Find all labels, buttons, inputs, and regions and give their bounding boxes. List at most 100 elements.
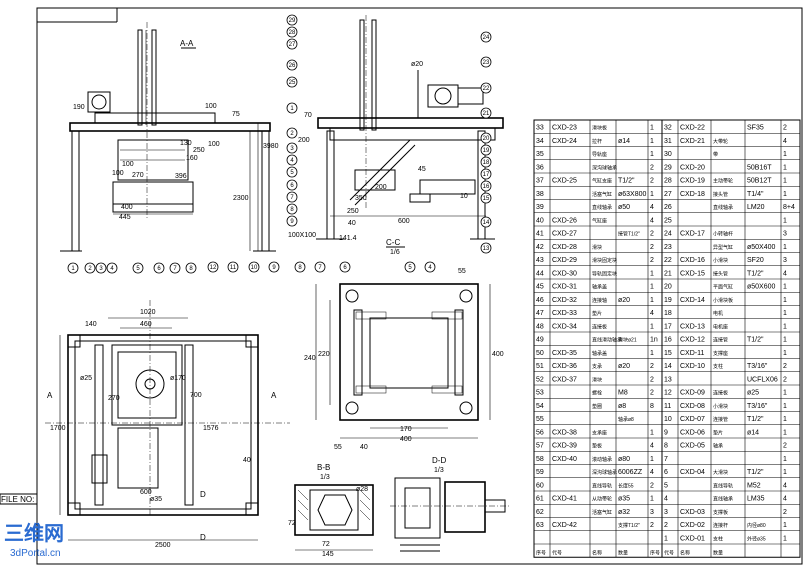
bom-cell: 36: [536, 164, 544, 171]
section-bb: B-B 1/3 ø28 72 72 145: [288, 463, 374, 558]
bom-cell: 24: [664, 231, 672, 238]
bom-cell: CXD-13: [680, 323, 705, 330]
bom-cell: ø8: [618, 403, 626, 410]
svg-text:270: 270: [132, 172, 144, 179]
bom-cell: 2: [650, 231, 654, 238]
svg-text:ø20: ø20: [411, 61, 423, 68]
bom-cell: 50B12T: [747, 178, 772, 185]
svg-text:100: 100: [208, 141, 220, 148]
balloons-cc: 24 23 22 21 20 19 18 17 16 15 14 13: [480, 31, 492, 254]
svg-text:270: 270: [108, 395, 120, 402]
bom-cell: 3: [783, 257, 787, 264]
bom-cell: 电机座: [713, 323, 728, 330]
bom-cell: ø50X600: [747, 284, 776, 291]
bom-cell: CXD-23: [552, 125, 577, 132]
bom-cell: 平面气缸: [713, 284, 733, 291]
bom-cell: 带: [713, 152, 718, 158]
svg-text:1: 1: [71, 266, 75, 272]
bom-cell: 1: [650, 138, 654, 145]
bom-cell: 26: [664, 204, 672, 211]
bom-header-cell: 代号: [664, 549, 674, 556]
bom-cell: T1/2": [747, 270, 764, 277]
bom-cell: 连接管: [713, 416, 728, 423]
bom-cell: 3: [650, 509, 654, 516]
bom-cell: CXD-10: [680, 363, 705, 370]
bom-cell: 4: [650, 469, 654, 476]
svg-text:200: 200: [375, 184, 387, 191]
svg-text:10: 10: [251, 265, 258, 271]
svg-text:100: 100: [205, 103, 217, 110]
bom-cell: CXD-32: [552, 297, 577, 304]
svg-text:400: 400: [121, 204, 133, 211]
bom-cell: 活塞气缸: [592, 509, 612, 516]
svg-text:FILE NO:: FILE NO:: [1, 495, 34, 504]
bom-cell: 轴承盖: [592, 284, 607, 291]
svg-text:9: 9: [272, 265, 276, 271]
bom-cell: 2: [664, 522, 668, 529]
svg-text:250: 250: [347, 208, 359, 215]
bom-cell: 接头管: [713, 191, 728, 198]
bom-cell: 支撑板: [713, 509, 728, 516]
svg-text:D: D: [200, 533, 206, 542]
svg-text:55: 55: [334, 444, 342, 451]
bom-cell: 1: [650, 284, 654, 291]
bom-cell: 2: [650, 522, 654, 529]
svg-text:26: 26: [289, 63, 296, 69]
bom-cell: T1/2": [747, 416, 764, 423]
bom-cell: ø20: [618, 363, 630, 370]
bom-cell: ø14: [747, 429, 759, 436]
svg-text:700: 700: [190, 392, 202, 399]
svg-text:5: 5: [136, 266, 140, 272]
svg-text:2300: 2300: [233, 195, 249, 202]
bom-cell: 3: [664, 509, 668, 516]
file-no-box: FILE NO:: [0, 493, 38, 505]
bom-cell: CXD-42: [552, 522, 577, 529]
bom-cell: 48: [536, 323, 544, 330]
bom-cell: 2: [650, 244, 654, 251]
svg-text:17: 17: [483, 172, 490, 178]
svg-text:D: D: [200, 490, 206, 499]
svg-text:ø25: ø25: [80, 375, 92, 382]
bom-cell: 47: [536, 310, 544, 317]
bom-cell: CXD-15: [680, 270, 705, 277]
svg-text:40: 40: [243, 457, 251, 464]
bom-cell: UCFLX06: [747, 376, 778, 383]
svg-text:14: 14: [483, 220, 490, 226]
bom-cell: CXD-11: [680, 350, 704, 357]
bom-cell: 2: [650, 178, 654, 185]
bom-cell: 20: [664, 284, 672, 291]
bom-cell: 51: [536, 363, 544, 370]
bom-cell: CXD-02: [680, 522, 705, 529]
bom-cell: 40: [536, 217, 544, 224]
bom-cell: LM35: [747, 496, 765, 503]
svg-text:240: 240: [304, 355, 316, 362]
bom-cell: 滑块: [592, 244, 602, 251]
bom-cell: 33: [536, 125, 544, 132]
svg-text:B-B: B-B: [317, 463, 330, 472]
watermark-logo: 三维网 3dPortal.cn: [4, 521, 64, 559]
svg-text:400: 400: [400, 436, 412, 443]
bom-cell: CXD-06: [680, 429, 705, 436]
bom-cell: 垫圈: [592, 403, 602, 410]
bom-cell: 4: [650, 204, 654, 211]
balloons-plan: 1 2 3 4 5 6 7 8: [67, 262, 197, 274]
svg-text:100X100: 100X100: [288, 232, 316, 239]
bom-cell: 37: [536, 178, 544, 185]
svg-text:1700: 1700: [50, 425, 66, 432]
svg-text:130: 130: [180, 140, 192, 147]
bom-cell: LM20: [747, 204, 765, 211]
svg-text:三维网: 三维网: [4, 521, 64, 545]
bom-cell: 1: [783, 284, 787, 291]
bom-cell: 2: [650, 363, 654, 370]
bom-cell: 1: [783, 429, 787, 436]
bom-cell: 1: [783, 151, 787, 158]
bom-cell: 25: [664, 217, 672, 224]
bom-cell: CXD-21: [680, 138, 705, 145]
bom-cell: 57: [536, 443, 544, 450]
svg-text:4: 4: [428, 265, 432, 271]
bom-cell: CXD-26: [552, 217, 577, 224]
bom-cell: 主动带轮: [713, 178, 733, 185]
bom-cell: 11: [664, 403, 671, 410]
bom-cell: ø63X800: [618, 191, 647, 198]
section-aa-label: A-A: [180, 39, 194, 48]
